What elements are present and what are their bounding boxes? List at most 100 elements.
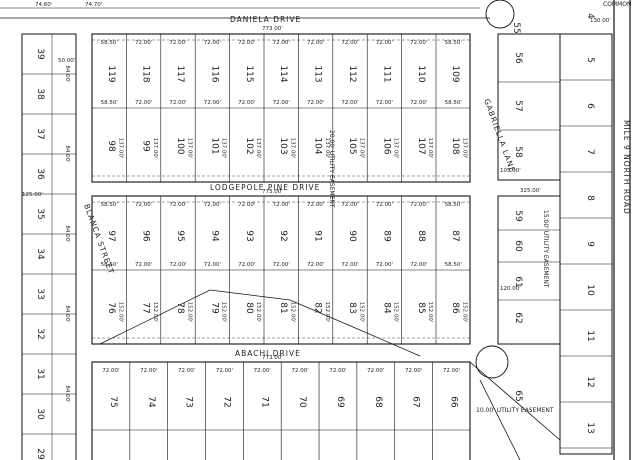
lot-dimension: 72.00' (178, 368, 195, 374)
lot-dimension: 72.00' (341, 262, 358, 268)
lot-dimension: 72.00' (135, 262, 152, 268)
lot-number: 8 (585, 195, 595, 201)
lot-number: 12 (585, 376, 595, 387)
lot-number: 119 (106, 65, 116, 82)
lot-number: 39 (35, 48, 45, 60)
street-abachi: ABACHI DRIVE (235, 349, 301, 358)
lot-dimension: 137.00' (255, 138, 261, 159)
lot-dimension: 72.00' (238, 100, 255, 106)
lot-number: 102 (244, 137, 254, 154)
lot-number: 74 (146, 396, 156, 408)
lot-dimension: 84.00' (64, 305, 70, 322)
lot-dimension: 72.00' (341, 100, 358, 106)
lot-dimension: 152.00' (118, 302, 124, 323)
lot-number: 85 (416, 302, 426, 313)
lot-number: 86 (450, 302, 460, 314)
dim-top-frontage: 74.70' (85, 2, 102, 8)
lot-dimension: 84.00' (64, 225, 70, 242)
lot-number: 29 (35, 448, 45, 460)
lot-dimension: 58.50' (445, 202, 462, 208)
lot-dimension: 72.00' (238, 262, 255, 268)
lot-dimension: 72.00' (254, 368, 271, 374)
lot-number: 75 (108, 396, 118, 407)
lot-number: 30 (35, 408, 45, 420)
lot-number: 98 (106, 140, 116, 152)
note-utility-easement-10: 10.00' UTILITY EASEMENT (476, 407, 554, 414)
lot-number: 78 (175, 302, 185, 314)
street-mile9: MILE 9 NORTH ROAD (622, 120, 631, 215)
lot-dimension: 58.50' (445, 100, 462, 106)
lot-number: 60 (513, 240, 523, 252)
lot-dimension: 72.00' (410, 202, 427, 208)
lot-dimension: 152.00' (462, 302, 468, 323)
dim-far-right-width: 130.00' (590, 18, 611, 24)
lot-number: 93 (244, 230, 254, 241)
street-lodgepole: LODGEPOLE PINE DRIVE (210, 183, 320, 192)
lot-dimension: 72.00' (410, 40, 427, 46)
lot-dimension: 72.00' (169, 262, 186, 268)
lot-dimension: 72.00' (135, 40, 152, 46)
lot-number: 101 (209, 137, 219, 154)
lot-dimension: 137.00' (186, 138, 192, 159)
lot-number: 34 (35, 248, 45, 260)
lot-dimension: 72.00' (376, 202, 393, 208)
lot-dimension: 72.00' (307, 100, 324, 106)
lot-number: 81 (278, 302, 288, 313)
diagonal-lot-line (469, 361, 561, 441)
lot-dimension: 58.50' (101, 202, 118, 208)
lot-number: 7 (585, 149, 595, 155)
lot-dimension: 84.00' (64, 65, 70, 82)
lot-dimension: 72.00' (169, 40, 186, 46)
lot-dimension: 58.50' (445, 262, 462, 268)
lot-number: 10 (585, 284, 595, 296)
note-utility-easement: 20.00' UTILITY EASEMENT (328, 130, 335, 208)
lot-number: 76 (106, 302, 116, 314)
lot-dimension: 72.00' (443, 368, 460, 374)
lot-number: 109 (450, 65, 460, 82)
lot-number: 77 (141, 302, 151, 313)
lot-dimension: 72.00' (405, 368, 422, 374)
dim-side-325: 325.00' (520, 188, 541, 194)
lot-number: 84 (381, 302, 391, 314)
right-lot-dividers (498, 79, 612, 449)
lot-dimension: 152.00' (427, 302, 433, 323)
lot-number: 62 (513, 312, 523, 323)
diagonal-lot-line (479, 379, 521, 460)
lot-number: 88 (416, 230, 426, 242)
lot-dimension: 58.50' (445, 40, 462, 46)
far-right-block (559, 33, 613, 455)
lot-number: 33 (35, 288, 45, 299)
lot-dimension: 72.00' (307, 202, 324, 208)
dim-top-left: 74.60' (35, 2, 52, 8)
lot-number: 87 (450, 230, 460, 241)
lot-dimension: 152.00' (324, 302, 330, 323)
cul-de-sac-north (485, 0, 515, 29)
street-daniela: DANIELA DRIVE (230, 15, 301, 24)
lot-number: 94 (209, 230, 219, 242)
lot-dimension: 72.00' (341, 202, 358, 208)
dim-side-lot-width: 125.00' (22, 192, 43, 198)
lot-dimension: 72.00' (410, 262, 427, 268)
lot-dimension: 137.00' (118, 138, 124, 159)
lot-dimension: 152.00' (358, 302, 364, 323)
lot-dimension: 84.00' (64, 145, 70, 162)
lot-number: 108 (450, 137, 460, 154)
lot-dimension: 137.00' (358, 138, 364, 159)
lot-dimension: 72.00' (273, 262, 290, 268)
lot-dimension: 72.00' (238, 40, 255, 46)
lot-number: 82 (313, 302, 323, 313)
lot-dimension: 72.00' (140, 368, 157, 374)
lot-dimension-labels: 58.50' 72.00' 72.00' 72.00' 72.00' 72.00' 72.0… (64, 40, 468, 403)
lot-dimension: 72.00' (169, 202, 186, 208)
lot-dimension: 72.00' (376, 40, 393, 46)
lot-number: 96 (141, 230, 151, 242)
lot-dimension: 72.00' (204, 262, 221, 268)
lot-dimension: 72.00' (135, 100, 152, 106)
lot-dimension: 58.50' (101, 40, 118, 46)
lot-dimension: 72.00' (291, 368, 308, 374)
lot-dimension: 72.00' (341, 40, 358, 46)
lot-number: 117 (175, 65, 185, 82)
lot-number: 73 (184, 396, 194, 407)
